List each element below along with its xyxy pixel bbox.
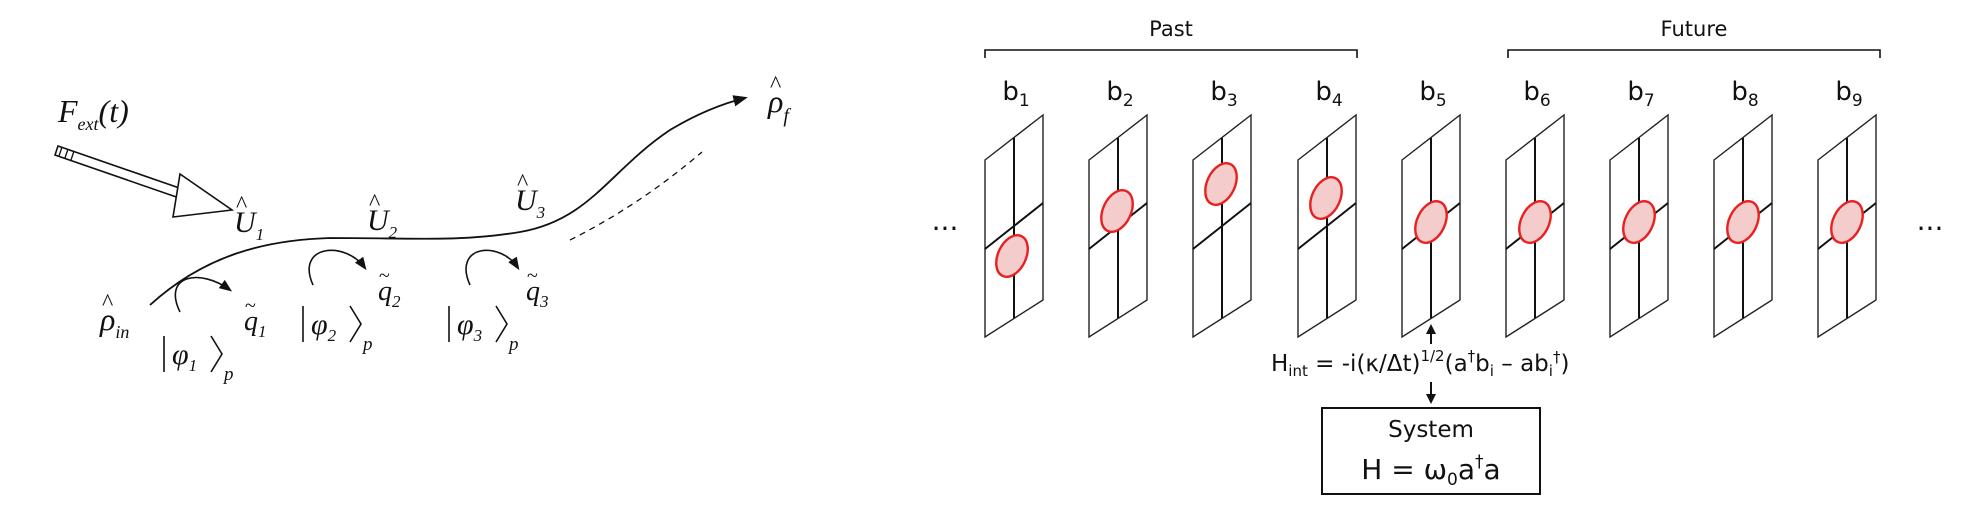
state-ellipse	[1830, 200, 1864, 244]
mode-label: b3	[1210, 77, 1237, 111]
ket-phi-2: φ2 p	[302, 305, 373, 355]
force-label: Fext(t)	[57, 93, 129, 134]
state-ellipse	[1100, 189, 1134, 233]
system-hamiltonian: H = ω0a†a	[1361, 452, 1500, 490]
svg-text:p: p	[222, 364, 234, 385]
state-ellipse	[1414, 200, 1448, 244]
state-ellipse	[1204, 162, 1238, 206]
operator-u2: U2 ^	[367, 190, 398, 242]
ellipsis-right: ...	[1917, 204, 1944, 237]
svg-text:U2: U2	[367, 204, 398, 242]
state-ellipse	[1309, 176, 1343, 220]
q-label-3: q3 ~	[526, 265, 549, 311]
tilde-icon: ~	[245, 295, 256, 317]
svg-text:p: p	[507, 334, 519, 355]
hat-icon: ^	[369, 190, 380, 216]
operator-u3: U3 ^	[515, 170, 545, 222]
rho-initial: ρin ^	[99, 290, 129, 342]
phase-panel-b4	[1297, 113, 1357, 339]
svg-text:q2: q2	[378, 276, 401, 311]
mode-label: b2	[1106, 77, 1133, 111]
mode-label: b4	[1315, 77, 1342, 111]
tilde-icon: ~	[527, 265, 538, 287]
phase-panel-b9	[1817, 113, 1877, 339]
phase-panel-b8	[1713, 113, 1773, 339]
state-ellipse	[1518, 200, 1552, 244]
ket-phi-1: φ1 p	[163, 335, 234, 385]
phase-panel-b2	[1088, 113, 1148, 339]
drive-arrow-icon	[53, 144, 235, 218]
future-label: Future	[1661, 17, 1728, 41]
state-ellipse	[995, 234, 1029, 278]
svg-text:φ2: φ2	[311, 308, 337, 345]
trajectory-dashed-extension	[569, 151, 703, 241]
svg-text:φ3: φ3	[457, 308, 482, 345]
system-box: System H = ω0a†a	[1321, 407, 1541, 495]
phase-panel-b1	[984, 113, 1044, 339]
mode-panels	[984, 113, 1877, 339]
svg-text:φ1: φ1	[172, 338, 197, 375]
measurement-arrow-1	[174, 276, 233, 313]
mode-label: b1	[1002, 77, 1029, 111]
interaction-hamiltonian: Hint = -i(κ/Δt)1/2(a†bi – abi†)	[1271, 347, 1569, 380]
hat-icon: ^	[770, 72, 781, 98]
svg-text:ρin: ρin	[99, 301, 129, 342]
measurement-arrow-2	[308, 249, 367, 286]
measurement-arrow-3	[465, 249, 520, 286]
interaction-arrow-icon	[1426, 324, 1436, 404]
operator-u1: U1 ^	[234, 192, 264, 244]
phase-panel-b3	[1192, 113, 1252, 339]
svg-text:U3: U3	[515, 184, 545, 222]
ellipsis-left: ...	[932, 204, 959, 237]
mode-label: b8	[1731, 77, 1758, 111]
left-panel: Fext(t) U1 ^ U2 ^ U3 ^ ρf ^	[53, 72, 791, 385]
hat-icon: ^	[517, 170, 528, 196]
svg-text:p: p	[361, 334, 373, 355]
mode-labels: b1 b2 b3 b4 b5 b6 b7 b8 b9	[1002, 77, 1862, 111]
state-ellipse	[1726, 200, 1760, 244]
q-label-1: q1 ~	[244, 295, 267, 341]
mode-label: b5	[1419, 77, 1446, 111]
svg-text:ρf: ρf	[767, 83, 791, 127]
right-panel: Past Future ... ... b1 b2 b3 b4 b5 b6 b7…	[932, 17, 1944, 495]
phase-panel-b7	[1609, 113, 1669, 339]
ket-phi-3: φ3 p	[448, 305, 519, 355]
svg-text:U1: U1	[234, 206, 264, 244]
past-label: Past	[1149, 17, 1193, 41]
hat-icon: ^	[236, 192, 247, 218]
rho-final: ρf ^	[767, 72, 791, 127]
state-ellipse	[1622, 200, 1656, 244]
future-bracket: Future	[1507, 17, 1881, 58]
svg-text:q3: q3	[526, 276, 549, 311]
q-label-2: q2 ~	[378, 265, 401, 311]
svg-text:q1: q1	[244, 306, 267, 341]
mode-label: b9	[1835, 77, 1862, 111]
phase-panel-b5	[1401, 113, 1461, 339]
system-title: System	[1388, 417, 1474, 443]
hat-icon: ^	[102, 290, 113, 316]
evolution-trajectory	[149, 95, 748, 306]
mode-label: b7	[1627, 77, 1654, 111]
mode-label: b6	[1523, 77, 1550, 111]
past-bracket: Past	[984, 17, 1358, 58]
tilde-icon: ~	[379, 265, 390, 287]
phase-panel-b6	[1505, 113, 1565, 339]
